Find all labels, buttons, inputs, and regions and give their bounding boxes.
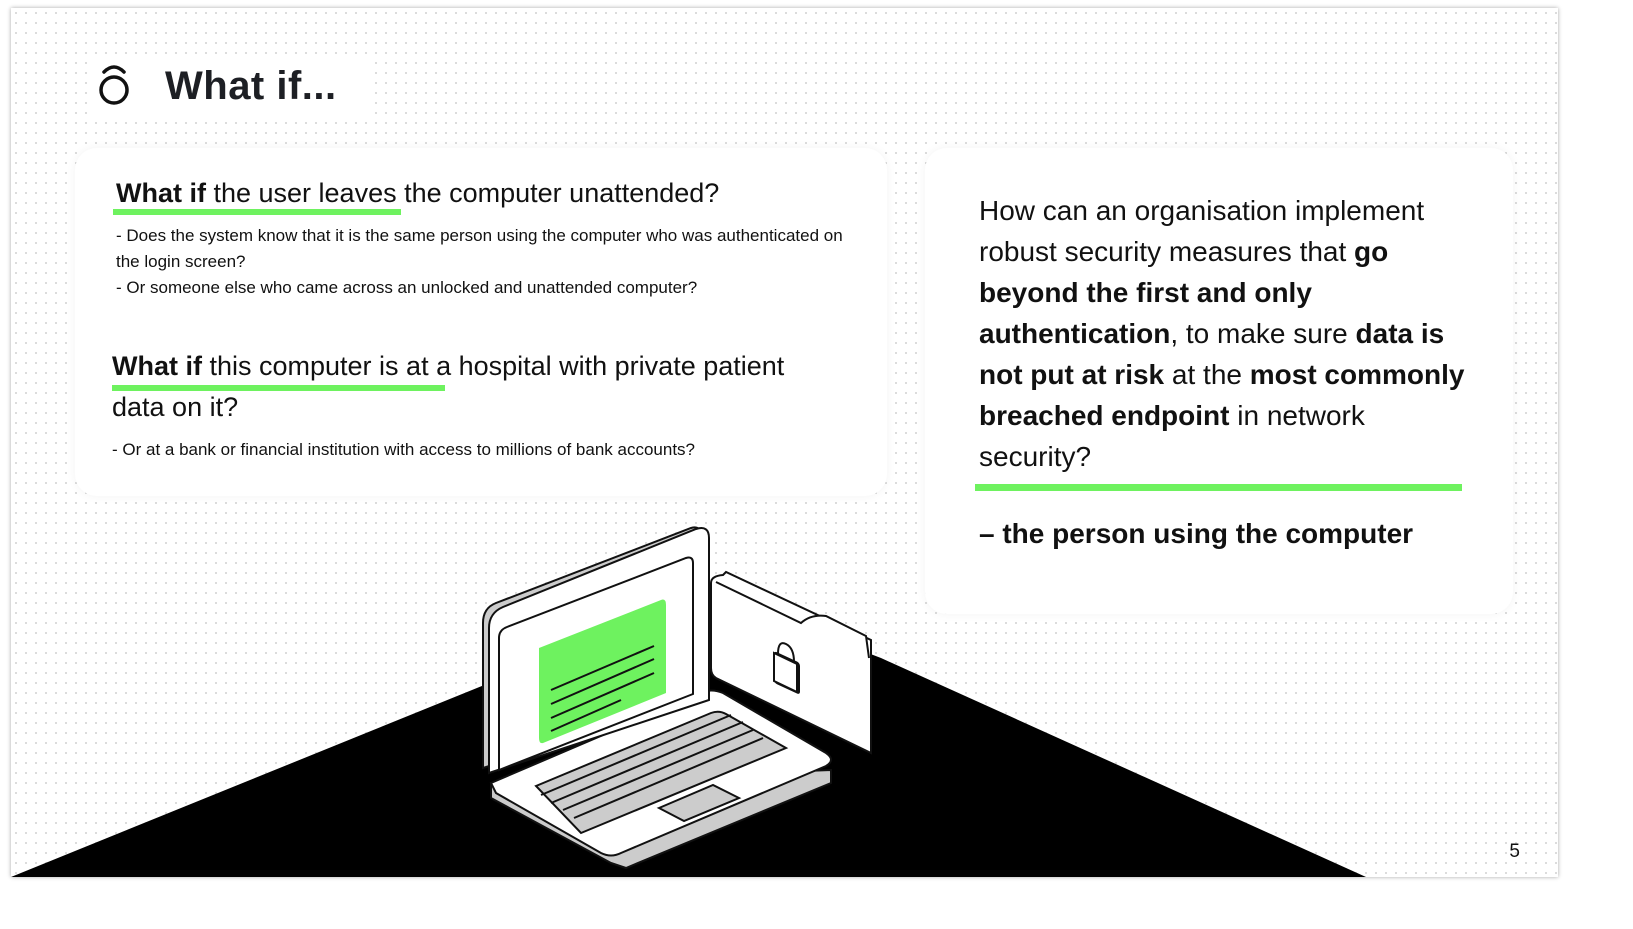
laptop (482, 526, 832, 870)
questions-card (75, 148, 887, 496)
brand-logo-icon (99, 65, 129, 105)
summary-question: How can an organisation implement robust… (979, 195, 1465, 472)
question-2: What if this computer is at a hospital w… (112, 351, 785, 422)
title-box (91, 56, 369, 118)
question-2-points: - Or at a bank or financial institution … (112, 437, 862, 463)
highlight-underline (113, 209, 401, 215)
point: - Does the system know that it is the sa… (116, 226, 843, 271)
point: - Or at a bank or financial institution … (112, 440, 696, 459)
accent-bar (975, 484, 1462, 491)
page-number: 5 (1509, 841, 1520, 862)
highlight-underline (112, 385, 445, 391)
summary-card (925, 148, 1513, 614)
question-1: What if the user leaves the computer una… (116, 178, 720, 208)
answer-text: – the person using the computer (979, 518, 1414, 549)
point: - Or someone else who came across an unl… (116, 278, 698, 297)
padlock-icon (773, 642, 798, 694)
slide: What if... What if the user leaves the c… (11, 8, 1558, 877)
question-1-points: - Does the system know that it is the sa… (116, 223, 866, 301)
laptop-illustration (11, 526, 1366, 877)
page-title: What if... (165, 64, 337, 108)
